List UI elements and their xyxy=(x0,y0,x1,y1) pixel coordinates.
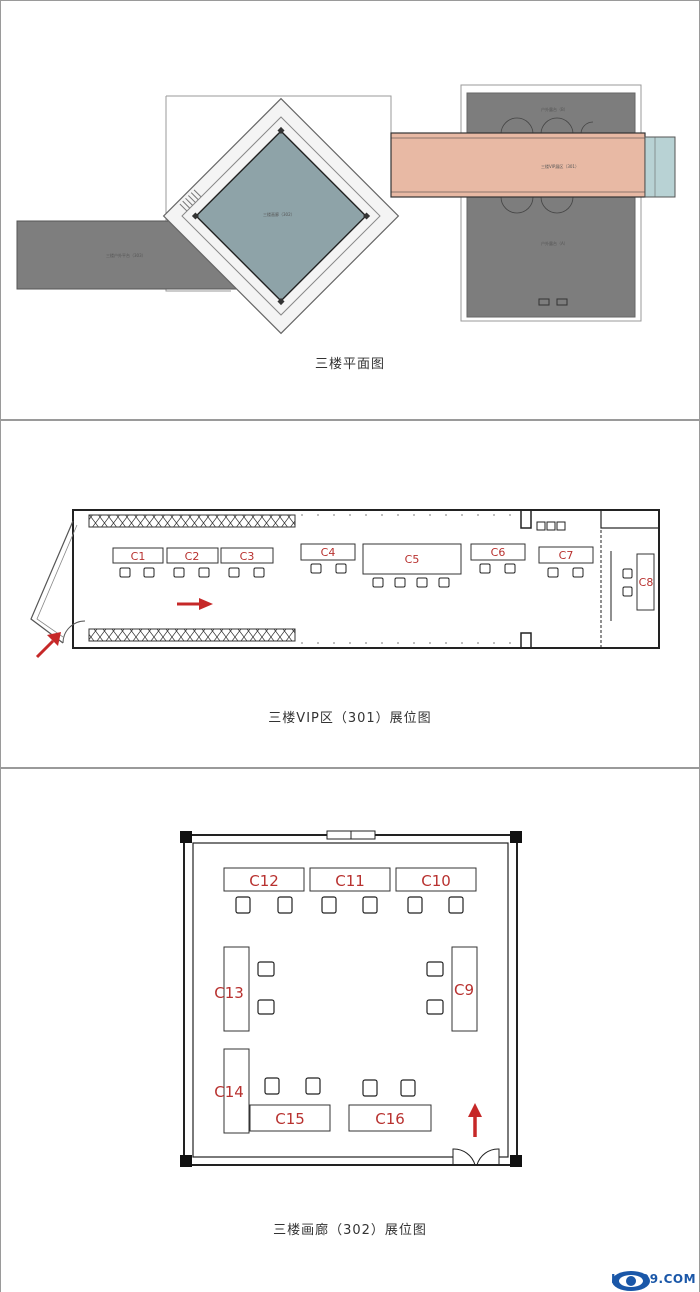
svg-text:C9: C9 xyxy=(454,981,474,999)
svg-text:C12: C12 xyxy=(249,872,279,890)
booth-c5: C5 xyxy=(362,543,462,575)
floor-plan-panel: 三楼户外平台（303） 三楼画廊（302） 户外露台（B） 户外露台（A） xyxy=(0,0,700,420)
svg-text:C2: C2 xyxy=(185,550,200,563)
booth-c3: C3 xyxy=(220,547,274,564)
pillar xyxy=(180,1155,192,1167)
booth-c2: C2 xyxy=(166,547,219,564)
vip-room-outline xyxy=(72,509,660,649)
booth-c9: C9 xyxy=(451,946,478,1032)
svg-text:C13: C13 xyxy=(214,984,244,1002)
vip-corridor xyxy=(390,132,646,198)
terrace-bottom-label: 户外露台（A） xyxy=(541,240,568,246)
svg-text:C6: C6 xyxy=(491,546,506,559)
logo-eye-icon xyxy=(612,1271,650,1291)
terrace-area xyxy=(466,92,636,318)
svg-text:C15: C15 xyxy=(275,1110,305,1128)
corridor-doors xyxy=(500,117,594,214)
booth-c16: C16 xyxy=(348,1104,432,1132)
vip-area-caption: 三楼VIP区（301）展位图 xyxy=(268,711,432,726)
diamond-room-label: 三楼画廊（302） xyxy=(263,211,295,217)
glass-end xyxy=(644,136,676,198)
pillar xyxy=(180,831,192,843)
svg-text:C5: C5 xyxy=(405,553,420,566)
entrance-wall xyxy=(30,520,74,644)
booth-c12: C12 xyxy=(223,867,305,892)
direction-arrow-right xyxy=(177,598,213,610)
vip-chairs xyxy=(119,563,633,597)
gallery-entrance-arrow xyxy=(468,1103,482,1137)
vip-area-drawing: C1 C2 C3 C4 C5 C6 C7 C8 xyxy=(30,509,660,659)
booth-c13: C13 xyxy=(214,946,250,1032)
gallery-chairs xyxy=(235,896,464,1097)
gallery-inner-wall xyxy=(192,842,509,1158)
outdoor-platform-label: 三楼户外平台（303） xyxy=(106,252,146,258)
svg-text:C10: C10 xyxy=(421,872,451,890)
truss-top xyxy=(88,514,296,528)
truss-bottom xyxy=(88,628,296,642)
booth-c7: C7 xyxy=(538,546,594,564)
booth-c11: C11 xyxy=(309,867,391,892)
booth-c15: C15 xyxy=(249,1104,331,1132)
entrance-arrow xyxy=(35,632,61,659)
terrace-fixture xyxy=(556,298,568,306)
gallery-caption: 三楼画廊（302）展位图 xyxy=(273,1223,427,1238)
svg-text:C3: C3 xyxy=(240,550,255,563)
svg-text:C1: C1 xyxy=(131,550,146,563)
terrace-top-label: 户外露台（B） xyxy=(541,106,568,112)
gallery-door xyxy=(452,1148,476,1166)
gallery-drawing: C12 C11 C10 C13 C9 C14 C15 C16 xyxy=(180,830,522,1167)
floor-plan-caption: 三楼平面图 xyxy=(314,357,385,372)
pillar xyxy=(510,831,522,843)
gallery-panel: C12 C11 C10 C13 C9 C14 C15 C16 xyxy=(0,768,700,1292)
vip-corridor-label: 三楼VIP展区（301） xyxy=(541,163,579,169)
vip-area-panel: C1 C2 C3 C4 C5 C6 C7 C8 xyxy=(0,420,700,768)
svg-text:C11: C11 xyxy=(335,872,365,890)
upper-outline xyxy=(166,95,392,133)
terrace-fixture xyxy=(538,298,550,306)
pillar xyxy=(510,1155,522,1167)
terrace-outline xyxy=(460,84,642,322)
booth-c4: C4 xyxy=(300,543,356,561)
diamond-room xyxy=(162,97,400,335)
svg-text:C16: C16 xyxy=(375,1110,405,1128)
booth-c6: C6 xyxy=(470,543,526,561)
left-outline xyxy=(165,96,231,292)
svg-text:C8: C8 xyxy=(639,576,654,589)
booth-c14: C14 xyxy=(214,1048,250,1134)
svg-text:C7: C7 xyxy=(559,549,574,562)
site-logo: HD199.COM xyxy=(611,1270,696,1291)
entrance-door xyxy=(62,620,86,644)
svg-text:C14: C14 xyxy=(214,1083,244,1101)
booth-c8: C8 xyxy=(636,553,655,611)
floor-plan-drawing: 三楼户外平台（303） 三楼画廊（302） 户外露台（B） 户外露台（A） xyxy=(16,84,676,335)
booth-c10: C10 xyxy=(395,867,477,892)
svg-text:C4: C4 xyxy=(321,546,336,559)
booth-c1: C1 xyxy=(112,547,164,564)
